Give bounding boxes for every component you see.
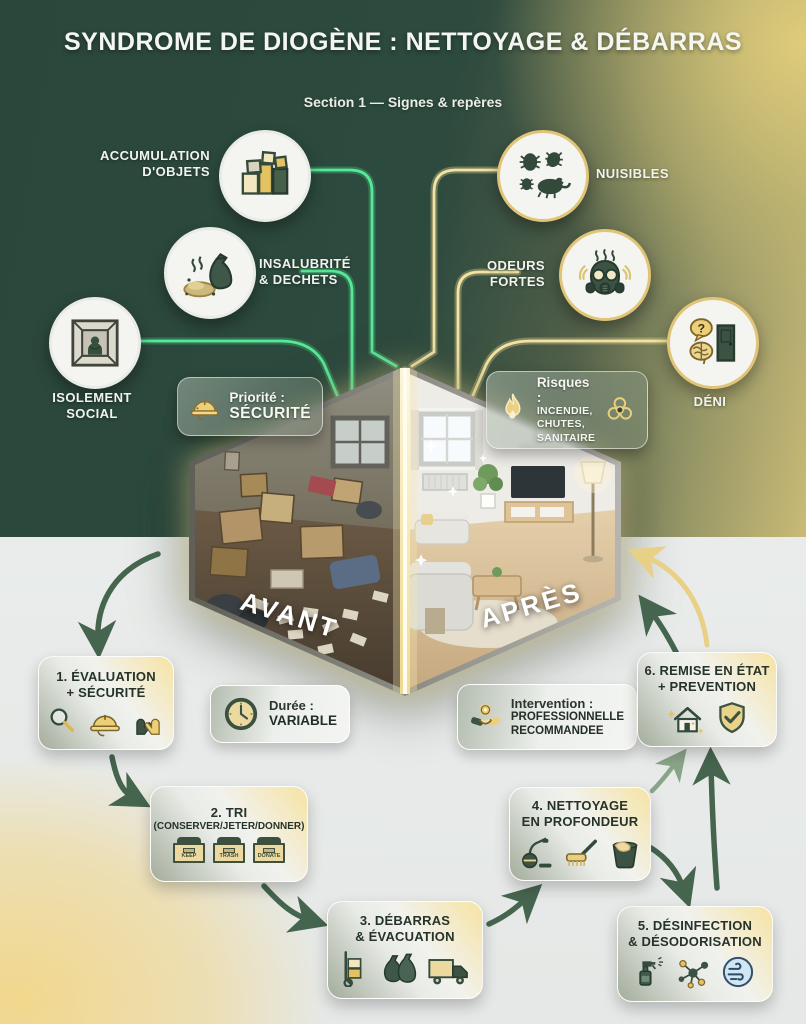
step-2-subtitle: (CONSERVER/JETER/DONNER) <box>153 821 305 833</box>
stacked-boxes-icon <box>241 150 289 195</box>
biohazard-icon <box>607 397 633 420</box>
intervention-prefix: Intervention : <box>510 695 594 711</box>
sign-circle-deni: ? <box>667 297 759 389</box>
sign-label-insalubrite: INSALUBRITÉ & DECHETS <box>259 256 351 288</box>
section-label: Section 1 — Signes & repères <box>303 94 503 110</box>
denial-icon: ? <box>689 318 736 365</box>
donate-bin-label: DONATE <box>257 852 281 859</box>
helmet-icon <box>90 715 120 737</box>
isolation-icon <box>71 319 119 367</box>
page-title: SYNDROME DE DIOGÈNE : NETTOYAGE & DÉBARR… <box>63 28 743 56</box>
sorting-boxes-icon: KEEP TRASH DONATE <box>173 837 285 864</box>
helmet-icon <box>190 399 219 420</box>
priority-badge-value: SÉCURITÉ <box>229 405 311 422</box>
risks-badge-prefix: Risques : <box>536 375 590 406</box>
duration-value: VARIABLE <box>268 713 337 729</box>
intervention-card: Intervention : PROFESSIONNELLE RECOMMAND… <box>457 684 637 750</box>
house-sparkle-icon <box>666 706 703 734</box>
duration-prefix: Durée : <box>268 698 314 714</box>
sign-label-odeurs: ODEURS FORTES <box>486 258 545 290</box>
duration-card: Durée : VARIABLE <box>210 685 350 743</box>
trash-bag-icon <box>183 252 233 298</box>
step-6-title: 6. REMISE EN ÉTAT + PREVENTION <box>644 663 770 694</box>
step-card-2: 2. TRI (CONSERVER/JETER/DONNER) KEEP TRA… <box>150 786 308 882</box>
sign-circle-accumulation <box>219 130 311 222</box>
spray-bottle-icon <box>639 957 663 986</box>
question-mark-glyph: ? <box>698 322 705 336</box>
step-1-title: 1. ÉVALUATION + SÉCURITÉ <box>56 668 156 700</box>
step-4-title: 4. NETTOYAGE EN PROFONDEUR <box>521 797 639 829</box>
gloves-icon <box>136 718 160 735</box>
sign-label-nuisibles: NUISIBLES <box>596 166 669 181</box>
trash-bags-icon <box>383 953 417 983</box>
clock-icon <box>224 697 258 731</box>
trash-bin-label: TRASH <box>219 852 239 859</box>
sign-circle-odeurs <box>559 229 651 321</box>
truck-icon <box>428 959 468 985</box>
bucket-icon <box>612 841 638 869</box>
magnifier-icon <box>50 708 74 733</box>
trash-bin: TRASH <box>213 837 245 864</box>
sign-circle-nuisibles <box>497 130 589 222</box>
step-card-4: 4. NETTOYAGE EN PROFONDEUR <box>509 787 651 881</box>
handshake-icon <box>470 703 500 726</box>
intervention-value: PROFESSIONNELLE RECOMMANDEE <box>510 710 624 737</box>
sign-label-deni: DÉNI <box>693 394 727 409</box>
sign-circle-insalubrite <box>164 227 256 319</box>
gas-mask-icon <box>578 248 632 295</box>
step-3-title: 3. DÉBARRAS & ÉVACUATION <box>355 912 455 944</box>
risks-badge-value: INCENDIE, CHUTES, SANITAIRE <box>536 405 596 444</box>
shield-check-icon <box>718 701 745 733</box>
step-card-6: 6. REMISE EN ÉTAT + PREVENTION <box>637 652 777 747</box>
keep-bin-label: KEEP <box>181 852 197 859</box>
keep-bin: KEEP <box>173 837 205 864</box>
donate-bin: DONATE <box>253 837 285 864</box>
sign-circle-isolement <box>49 297 141 389</box>
wind-icon <box>722 956 754 988</box>
pests-icon <box>519 152 571 199</box>
vacuum-icon <box>522 837 552 869</box>
brush-icon <box>565 839 597 866</box>
step-card-5: 5. DÉSINFECTION & DÉSODORISATION <box>617 906 773 1002</box>
step-card-3: 3. DÉBARRAS & ÉVACUATION <box>327 901 483 999</box>
risks-badge: Risques : INCENDIE, CHUTES, SANITAIRE <box>486 371 648 449</box>
handtruck-icon <box>343 951 362 988</box>
step-5-title: 5. DÉSINFECTION & DÉSODORISATION <box>628 917 762 949</box>
sign-label-accumulation: ACCUMULATION D'OBJETS <box>100 148 210 180</box>
priority-badge: Priorité : SÉCURITÉ <box>177 377 323 436</box>
flame-icon <box>505 393 521 419</box>
step-card-1: 1. ÉVALUATION + SÉCURITÉ <box>38 656 174 750</box>
molecule-icon <box>678 960 709 989</box>
step-2-title: 2. TRI <box>210 804 248 820</box>
sign-label-isolement: ISOLEMENT SOCIAL <box>52 390 132 422</box>
priority-badge-prefix: Priorité : <box>229 390 285 405</box>
